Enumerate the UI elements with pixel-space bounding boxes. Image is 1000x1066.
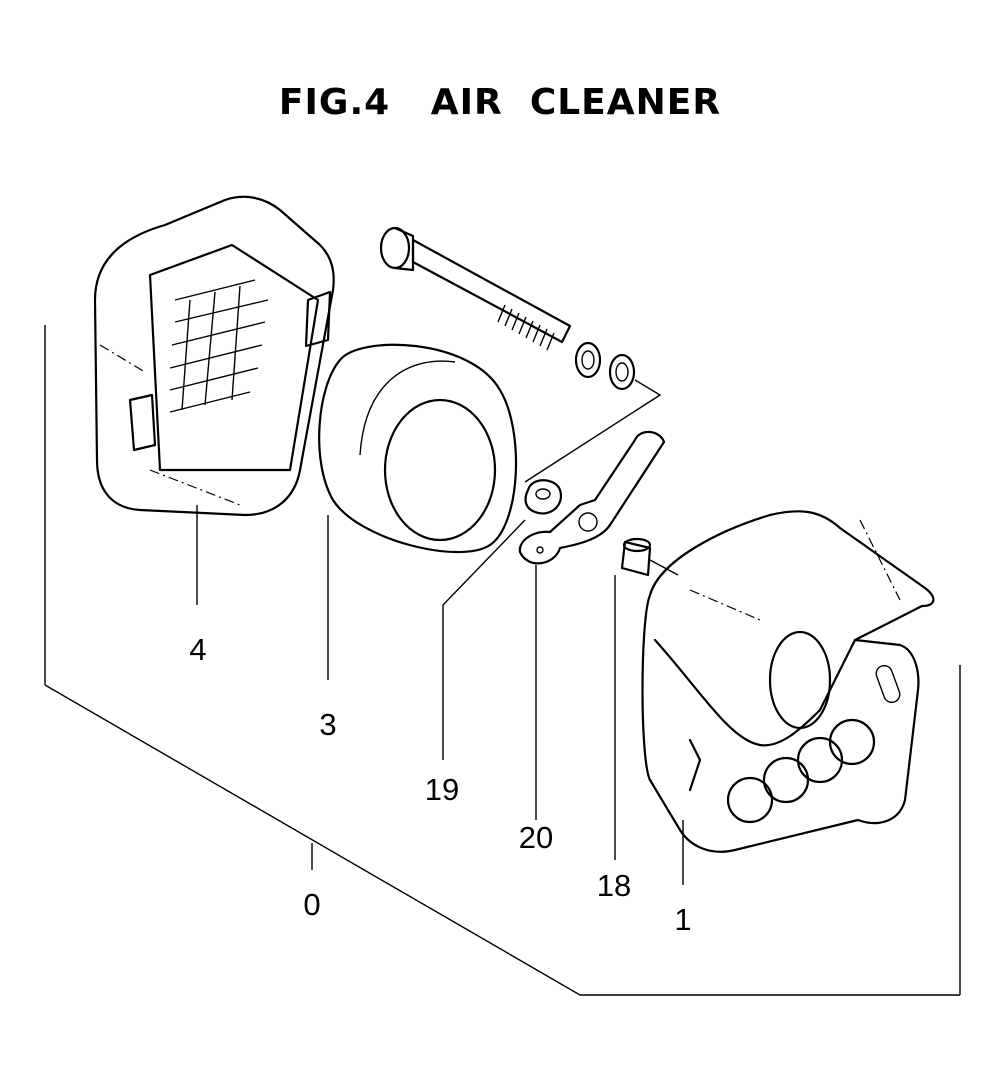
choke-lever-icon	[518, 430, 666, 820]
callout-4: 4	[189, 632, 206, 667]
callout-19: 19	[425, 772, 459, 807]
figure-title: FIG.4 AIR CLEANER	[278, 82, 722, 123]
assembly-bracket	[44, 325, 961, 996]
air-filter-element-icon	[318, 343, 518, 680]
callout-18: 18	[597, 868, 631, 903]
air-cleaner-cover-icon	[641, 510, 935, 885]
callout-0: 0	[303, 887, 320, 922]
callout-20: 20	[519, 820, 553, 855]
air-cleaner-case-icon	[93, 195, 335, 605]
collar-icon	[614, 537, 679, 860]
lock-plate-icon	[442, 479, 563, 760]
callout-3: 3	[319, 707, 336, 742]
bolt-icon	[379, 226, 662, 483]
callout-1: 1	[674, 902, 691, 937]
